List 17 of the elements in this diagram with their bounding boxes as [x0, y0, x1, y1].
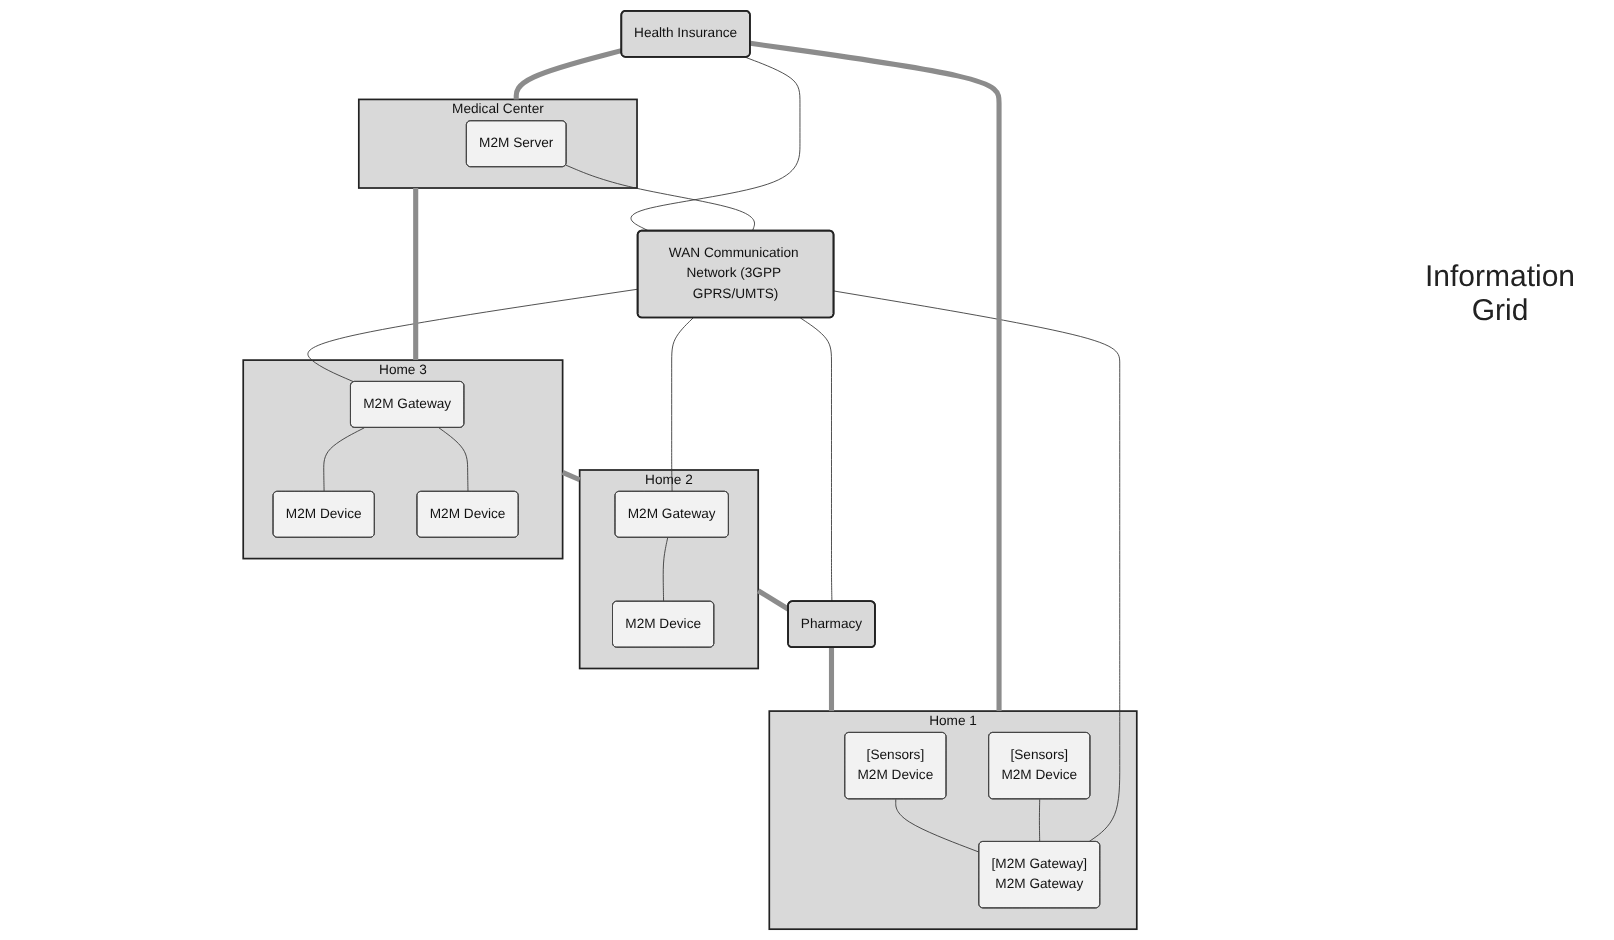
connector — [630, 56, 801, 232]
connector — [828, 647, 835, 712]
grid-label: Information Grid — [1422, 260, 1578, 328]
connector — [413, 188, 419, 361]
connector — [833, 290, 1121, 843]
connector — [756, 588, 790, 612]
connector — [565, 164, 755, 232]
connector — [895, 798, 980, 853]
connector — [323, 427, 365, 493]
connector — [799, 317, 833, 603]
connector — [749, 40, 1002, 712]
connector — [438, 427, 469, 493]
connector — [1039, 798, 1041, 843]
connector — [561, 470, 581, 483]
connector — [662, 537, 669, 603]
connector — [671, 317, 694, 493]
connector — [307, 288, 639, 383]
